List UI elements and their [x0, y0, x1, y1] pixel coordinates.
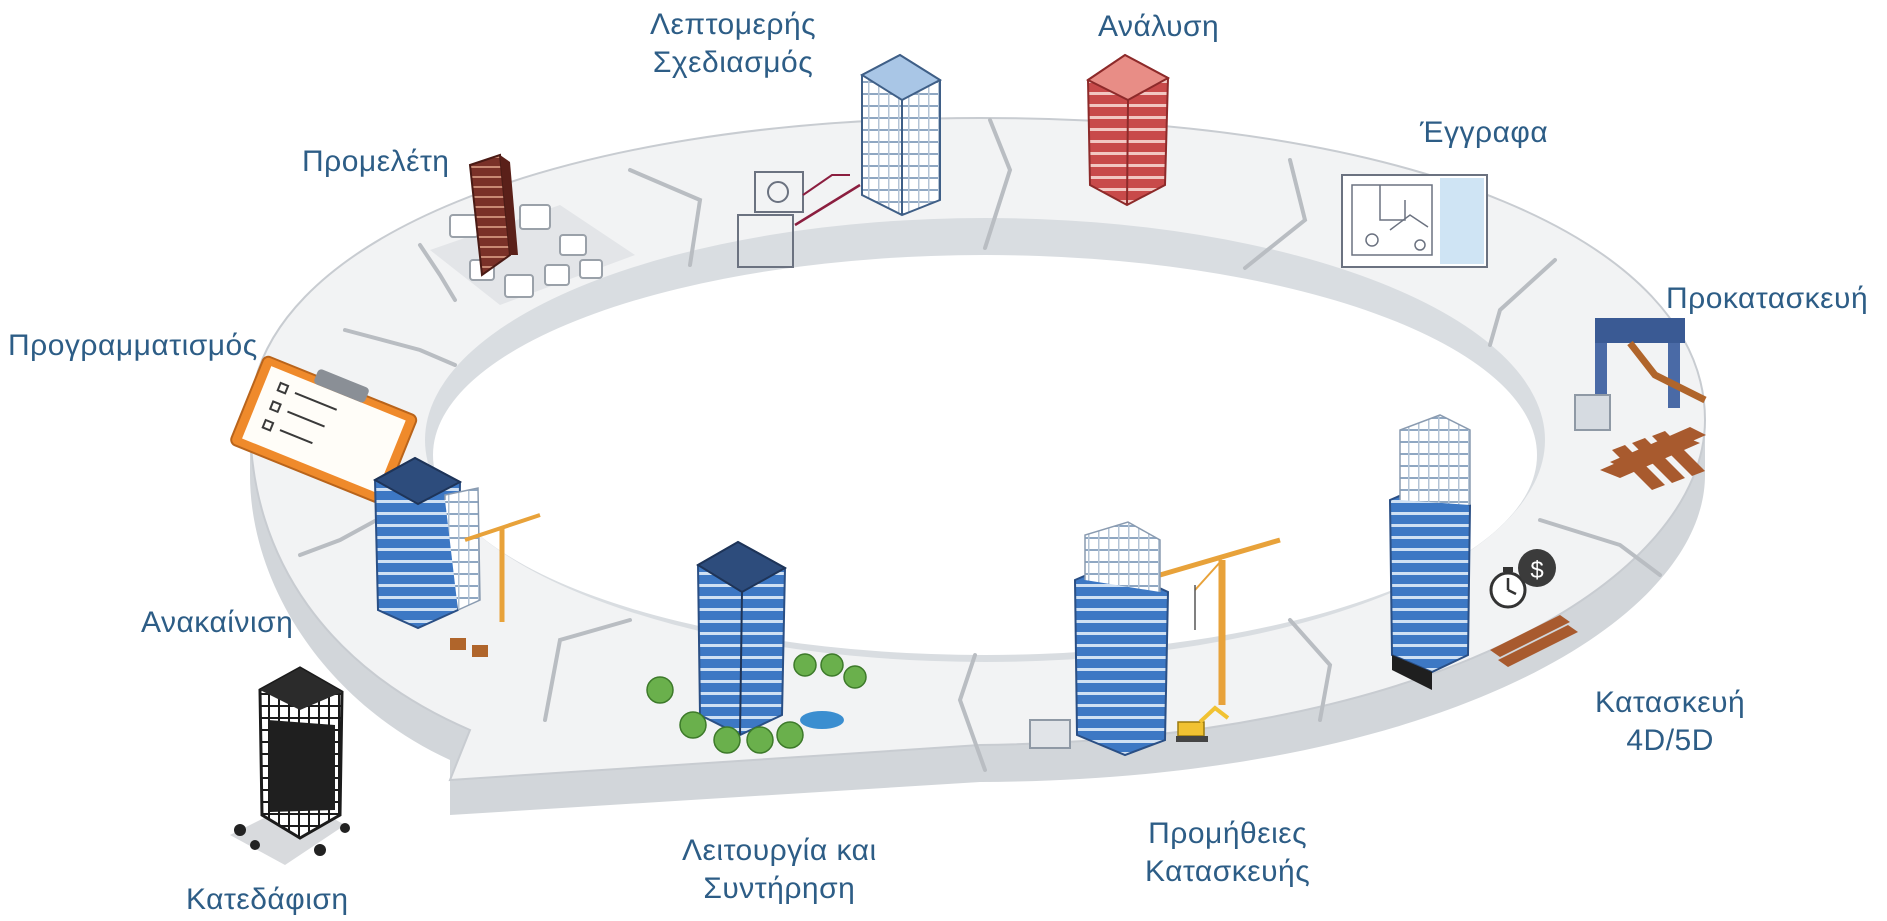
dollar-icon: $ — [1518, 549, 1556, 587]
stage-label-line: Κατεδάφιση — [186, 883, 349, 916]
ring-seams — [298, 118, 1662, 772]
stage-label-line: Κατασκευή — [1595, 686, 1746, 719]
stage-label-line: Προκατασκευή — [1666, 282, 1869, 315]
prefab-machine-icon — [1574, 318, 1707, 431]
stage-label-line: Σχεδιασμός — [652, 46, 814, 79]
blueprint-tower-icon — [737, 53, 943, 268]
stage-label-line: Συντήρηση — [703, 872, 856, 905]
stage-label-line: Λειτουργία και — [682, 834, 877, 867]
stage-label-demolition: Κατεδάφιση — [186, 881, 349, 919]
stage-label-construction-procurement: Προμήθειες Κατασκευής — [1145, 815, 1310, 891]
svg-text:$: $ — [1530, 557, 1543, 584]
stage-label-line: Προγραμματισμός — [8, 329, 258, 362]
stage-label-line: Ανακαίνιση — [141, 606, 294, 639]
ring-hole — [433, 255, 1537, 655]
stage-label-line: Προμήθειες — [1148, 817, 1308, 850]
demolition-tower-icon — [230, 666, 350, 865]
stage-label-detailed-design: Λεπτομερής Σχεδιασμός — [650, 6, 816, 82]
construction-tower-icon — [1388, 414, 1472, 690]
renovation-tower-icon — [372, 456, 541, 657]
red-analysis-tower-icon — [1086, 53, 1171, 207]
stage-label-line: 4D/5D — [1626, 724, 1714, 757]
floor-plan-icon — [1341, 174, 1488, 268]
stage-label-line: Λεπτομερής — [650, 8, 817, 41]
stage-label-operation-maintenance: Λειτουργία και Συντήρηση — [682, 832, 877, 908]
stage-label-programming: Προγραμματισμός — [8, 327, 258, 365]
excavator-icon — [1176, 705, 1230, 742]
timber-stack-icon — [1490, 615, 1578, 667]
stage-label-construction-4d5d: Κατασκευή 4D/5D — [1595, 684, 1745, 760]
lifecycle-ring — [248, 116, 1707, 815]
stage-label-line: Έγγραφα — [1420, 116, 1549, 149]
stage-label-renovation: Ανακαίνιση — [141, 604, 293, 642]
park-tower-icon — [646, 540, 867, 754]
stopwatch-icon — [1489, 567, 1527, 609]
stage-label-line: Κατασκευής — [1145, 855, 1311, 888]
crane-icon — [1159, 537, 1281, 705]
stage-label-documents: Έγγραφα — [1420, 114, 1548, 152]
construction-tower-icon — [1029, 521, 1170, 757]
stage-label-prefabrication: Προκατασκευή — [1666, 280, 1868, 318]
twisted-tower-icon — [468, 153, 518, 277]
clipboard-icon — [230, 355, 418, 505]
stage-label-preliminary: Προμελέτη — [302, 143, 449, 181]
stage-label-line: Ανάλυση — [1098, 10, 1220, 43]
stage-label-analysis: Ανάλυση — [1098, 8, 1219, 46]
stage-label-line: Προμελέτη — [302, 145, 450, 178]
timber-stack-icon — [1600, 427, 1706, 490]
